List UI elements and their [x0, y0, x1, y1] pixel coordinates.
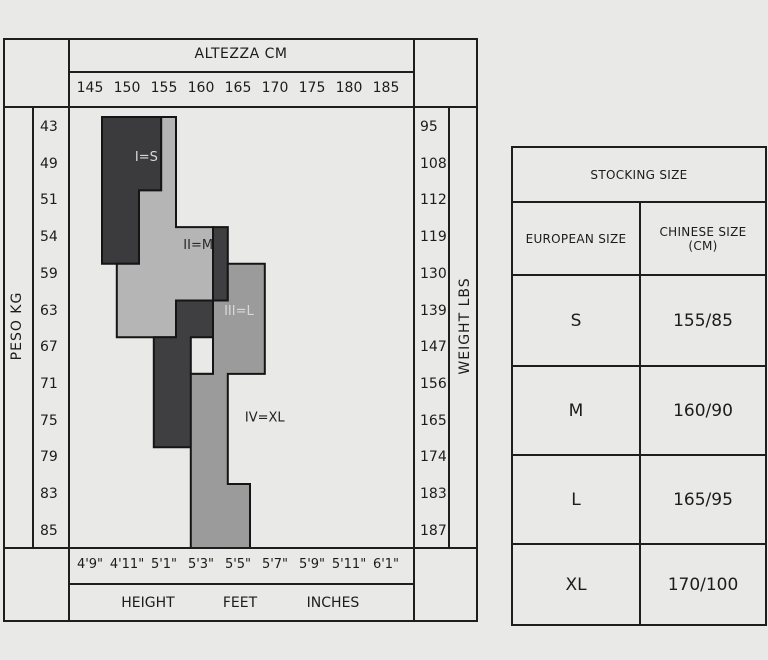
right-axis-tick: 139 [420, 302, 447, 319]
top-axis-tick: 165 [224, 80, 252, 96]
top-axis-title: ALTEZZA CM [194, 46, 288, 62]
size-region-label: II=M [183, 238, 213, 253]
right-axis-tick: 147 [420, 339, 447, 356]
size-region-4 [189, 262, 266, 547]
bottom-axis-label: HEIGHT [121, 595, 175, 611]
left-band-divider-outer [32, 106, 34, 547]
size-region-label: III=L [224, 304, 254, 319]
bottom-axis-tick: 5'11" [331, 557, 367, 572]
size-regions-plot: I=S II=M III=L IV=XL [101, 116, 286, 547]
left-axis-tick: 49 [40, 155, 58, 172]
right-axis-tick: 174 [420, 449, 447, 466]
european-size-cell: S [570, 310, 582, 331]
top-header-bottom [3, 106, 478, 108]
stocking-size-title: STOCKING SIZE [590, 167, 688, 182]
bottom-axis-tick: 5'5" [224, 557, 252, 572]
left-axis-tick: 43 [40, 119, 58, 135]
left-axis-tick: 85 [40, 522, 58, 539]
size-region-label: IV=XL [245, 411, 286, 426]
chinese-size-header-text: CHINESE SIZE (CM) [659, 224, 747, 253]
bottom-axis-tick: 5'3" [187, 557, 215, 572]
bottom-header-top [3, 547, 478, 549]
chinese-size-cell: 160/90 [673, 400, 733, 421]
left-axis-tick: 63 [40, 302, 58, 319]
right-band-divider-inner [413, 38, 415, 622]
european-size-cell: L [571, 489, 581, 510]
top-axis-tick: 175 [298, 80, 326, 96]
left-axis-tick: 71 [40, 375, 58, 392]
bottom-axis-label: FEET [222, 595, 258, 611]
left-axis-tick: 67 [40, 339, 58, 356]
left-band-divider-inner [68, 38, 70, 622]
right-axis-tick: 112 [420, 192, 447, 209]
left-axis-tick: 75 [40, 412, 58, 429]
bottom-axis-tick: 4'9" [76, 557, 104, 572]
european-size-cell: XL [565, 574, 587, 595]
top-axis-tick: 155 [150, 80, 178, 96]
right-axis-tick: 119 [420, 229, 447, 246]
size-chart-frame [3, 38, 478, 622]
right-axis-tick: 108 [420, 155, 447, 172]
left-axis-tick: 51 [40, 192, 58, 209]
right-axis-title: WEIGHT LBS [457, 277, 473, 375]
left-axis-tick: 79 [40, 449, 58, 466]
top-axis-tick: 160 [187, 80, 215, 96]
bottom-axis-tick: 5'7" [261, 557, 289, 572]
chinese-size-cell: 155/85 [673, 310, 733, 331]
chinese-size-header: CHINESE SIZE (CM) [641, 203, 765, 274]
bottom-axis-tick: 6'1" [372, 557, 400, 572]
right-band-divider-outer [448, 106, 450, 547]
bottom-axis-tick: 5'9" [298, 557, 326, 572]
right-axis-tick: 187 [420, 522, 447, 539]
right-axis-tick: 95 [420, 119, 438, 135]
stocking-column-divider [639, 201, 641, 626]
top-axis-tick: 170 [261, 80, 289, 96]
chinese-size-cell: 165/95 [673, 489, 733, 510]
top-axis-tick: 180 [335, 80, 363, 96]
bottom-axis-tick: 5'1" [150, 557, 178, 572]
right-axis-tick: 183 [420, 486, 447, 502]
right-axis-tick: 130 [420, 265, 447, 282]
european-size-header: EUROPEAN SIZE [525, 231, 627, 246]
left-axis-tick: 83 [40, 486, 58, 502]
european-size-cell: M [568, 400, 584, 421]
left-axis-tick: 54 [40, 229, 58, 246]
top-axis-tick: 145 [76, 80, 104, 96]
top-header-divider [68, 71, 415, 73]
chinese-size-cell: 170/100 [667, 574, 739, 595]
left-axis-title: PESO KG [9, 291, 25, 361]
bottom-header-divider [68, 583, 415, 585]
bottom-axis-label: INCHES [306, 595, 360, 611]
top-axis-tick: 185 [372, 80, 400, 96]
bottom-axis-tick: 4'11" [109, 557, 145, 572]
left-axis-tick: 59 [40, 265, 58, 282]
right-axis-tick: 156 [420, 375, 447, 392]
right-axis-tick: 165 [420, 412, 447, 429]
top-axis-tick: 150 [113, 80, 141, 96]
size-region-label: I=S [135, 150, 158, 165]
